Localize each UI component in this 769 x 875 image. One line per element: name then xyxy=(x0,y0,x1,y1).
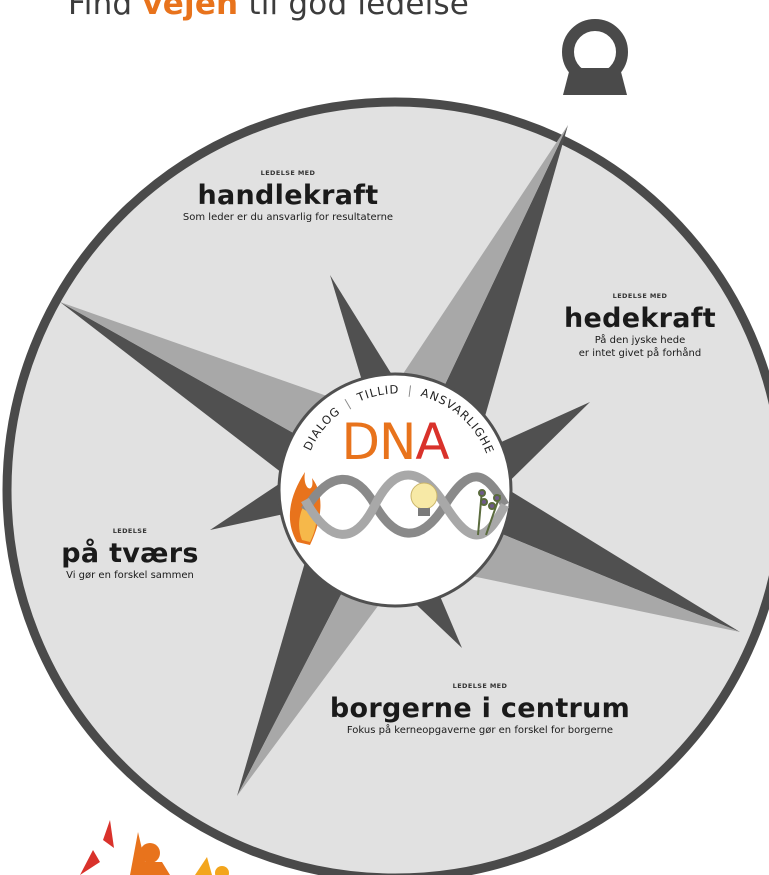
dna-title: DNA xyxy=(341,413,449,471)
label-right-small: LEDELSE MED xyxy=(612,292,668,300)
label-top-sub: Som leder er du ansvarlig for resultater… xyxy=(182,212,394,224)
label-left-small: LEDELSE xyxy=(112,527,148,535)
ring-separator: | xyxy=(407,383,414,397)
label-bottom-small: LEDELSE MED xyxy=(452,682,508,690)
title-prefix: Find xyxy=(68,0,143,22)
ring-separator: | xyxy=(342,396,353,411)
label-bottom-big: borgerne i centrum xyxy=(329,693,631,724)
label-top-small: LEDELSE MED xyxy=(260,169,316,177)
helix-strand-b xyxy=(301,470,510,540)
label-left-sub: Vi gør en forskel sammen xyxy=(66,570,194,582)
helix-strand-a xyxy=(301,472,509,538)
dna-letter-red: A xyxy=(415,413,449,471)
label-right-sub2: er intet givet på forhånd xyxy=(578,348,702,360)
lightbulb-icon xyxy=(410,482,438,516)
compass-hanger-ring xyxy=(562,19,628,95)
label-paa-tvaers: LEDELSE på tværs Vi gør en forskel samme… xyxy=(30,527,230,582)
dna-helix-art xyxy=(289,470,510,545)
label-left-big: på tværs xyxy=(61,538,199,569)
heather-icon xyxy=(477,489,501,536)
label-borgerne-i-centrum: LEDELSE MED borgerne i centrum Fokus på … xyxy=(290,682,670,737)
label-right-big: hedekraft xyxy=(563,303,717,334)
label-bottom-sub: Fokus på kerneopgaverne gør en forskel f… xyxy=(346,725,614,737)
logo-figures xyxy=(80,820,229,875)
label-right-sub1: På den jyske hede xyxy=(594,335,686,347)
label-top-big: handlekraft xyxy=(197,180,379,211)
page-title: Find vejen til god ledelse xyxy=(68,0,469,22)
title-accent-word: vejen xyxy=(142,0,239,22)
label-handlekraft: LEDELSE MED handlekraft Som leder er du … xyxy=(138,169,438,224)
title-suffix: til god ledelse xyxy=(238,0,470,22)
label-hedekraft: LEDELSE MED hedekraft På den jyske hede … xyxy=(540,292,740,360)
dna-letters: DN xyxy=(341,413,415,471)
